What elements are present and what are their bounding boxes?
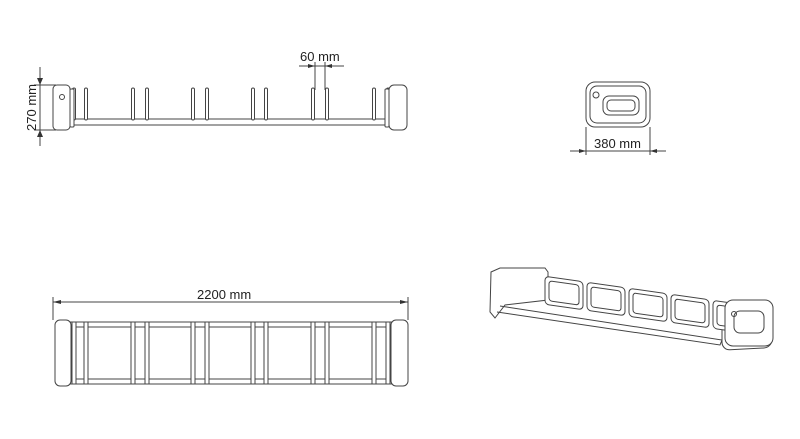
pins — [72, 87, 390, 121]
hoop-bar — [310, 321, 316, 385]
side-view — [34, 62, 408, 146]
hoop-bar — [204, 321, 210, 385]
hoop-bar — [130, 321, 136, 385]
pin — [372, 87, 376, 121]
left-end-cap — [52, 84, 71, 131]
isometric-view — [489, 267, 774, 351]
pin-spacing-dimension-label: 60 mm — [300, 49, 340, 64]
bike-hoop — [586, 282, 626, 316]
left-end-cap — [54, 319, 72, 387]
hoop-bar — [250, 321, 256, 385]
hoop-bar — [71, 321, 77, 385]
hoop-bar — [371, 321, 377, 385]
pin — [145, 87, 149, 121]
length-dimension-label: 2200 mm — [197, 287, 252, 302]
hoop-bar — [144, 321, 150, 385]
hoop-bar — [385, 321, 391, 385]
height-dimension-label: 270 mm — [23, 84, 39, 131]
depth-dimension-label: 380 mm — [594, 136, 641, 151]
base-rail — [69, 118, 393, 126]
right-end-cap — [390, 319, 409, 387]
bike-hoop — [544, 276, 584, 310]
pin — [84, 87, 88, 121]
bike-hoop — [670, 294, 710, 328]
iso-end-cap — [724, 299, 774, 347]
end-view — [570, 81, 666, 155]
hoop-bar — [190, 321, 196, 385]
pin — [251, 87, 255, 121]
hoop-bar — [324, 321, 330, 385]
pin — [311, 87, 315, 121]
top-view — [52, 297, 409, 387]
pin — [205, 87, 209, 121]
hoop-bar — [83, 321, 89, 385]
pin — [131, 87, 135, 121]
pin — [264, 87, 268, 121]
bike-hoop — [628, 288, 668, 322]
pin — [325, 87, 329, 121]
right-end-cap — [388, 84, 408, 131]
pin — [191, 87, 195, 121]
hoop-bar — [263, 321, 269, 385]
